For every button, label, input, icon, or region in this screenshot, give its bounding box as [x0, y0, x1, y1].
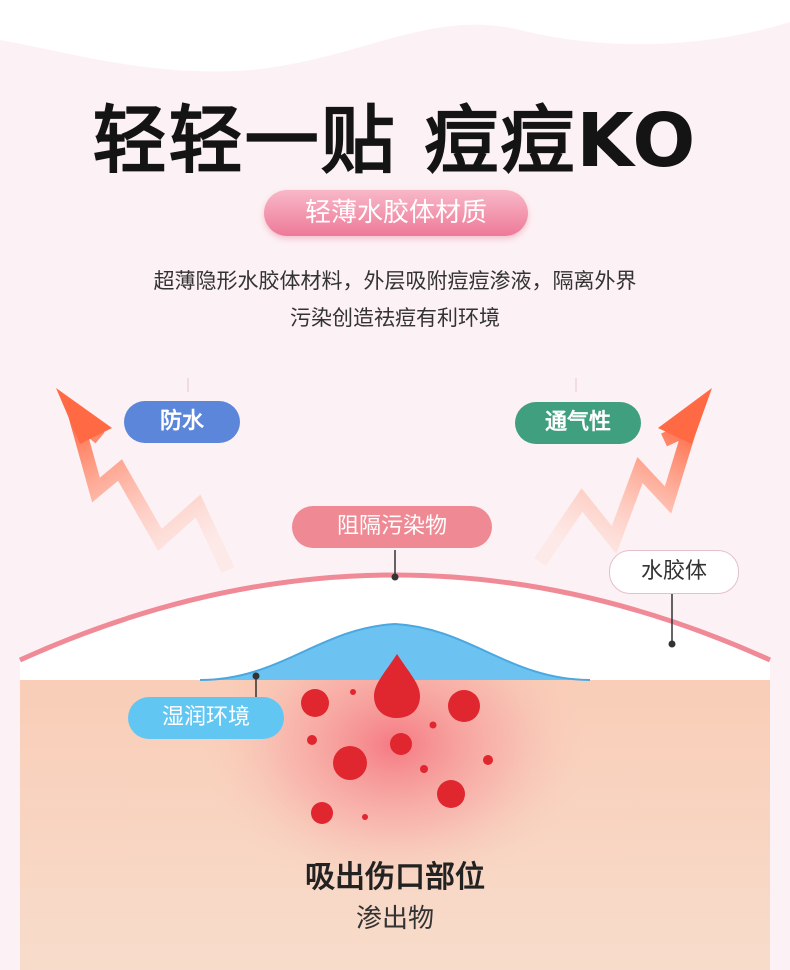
moist-environment-label: 湿润环境 [128, 697, 284, 739]
wound-title: 吸出伤口部位 [305, 860, 485, 895]
wound-glow [195, 610, 595, 910]
hydrocolloid-label: 水胶体 [609, 550, 739, 594]
gel-layer [200, 624, 590, 680]
breathable-label: 通气性 [515, 402, 641, 444]
exudate-dots [301, 689, 493, 824]
description-line-1: 超薄隐形水胶体材料，外层吸附痘痘渗液，隔离外界 [153, 269, 637, 293]
block-pollutants-label: 阻隔污染物 [292, 506, 492, 548]
wound-subtitle: 渗出物 [355, 904, 434, 934]
description-line-2: 污染创造祛痘有利环境 [290, 306, 500, 330]
page-title: 轻轻一贴 痘痘KO [92, 98, 698, 184]
blood-drop-icon [374, 654, 420, 718]
waterproof-label: 防水 [124, 401, 240, 443]
left-arrow-icon [56, 388, 235, 573]
right-arrow-icon [534, 388, 712, 566]
material-badge: 轻薄水胶体材质 [264, 190, 528, 236]
top-wave-decoration [0, 0, 790, 72]
